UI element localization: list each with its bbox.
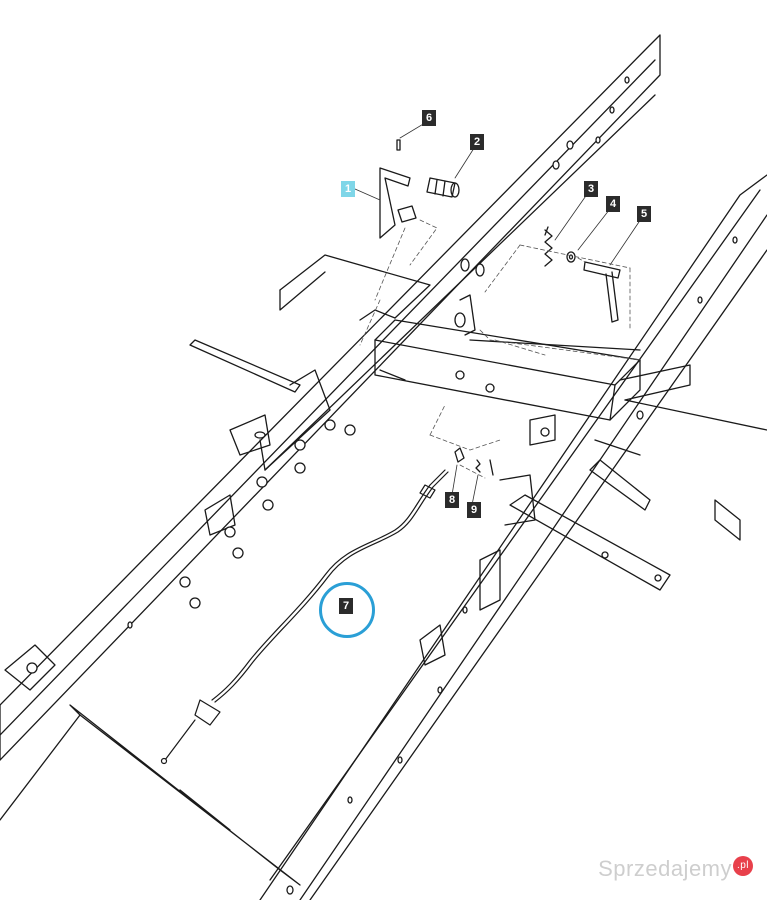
left-brackets — [4, 254, 431, 691]
part-8-bushing — [454, 447, 465, 463]
part-2-roller — [426, 177, 460, 198]
assembly-leader-lines — [359, 219, 641, 479]
watermark: Sprzedajemy.pl — [598, 856, 753, 882]
left-frame-rail — [0, 34, 661, 761]
part-3-spring — [544, 226, 553, 267]
rail-holes — [26, 76, 738, 895]
callout-9: 9 — [467, 502, 481, 518]
callout-1: 1 — [341, 181, 355, 197]
watermark-badge: .pl — [733, 856, 753, 876]
part-7-cable — [160, 469, 449, 765]
callout-3: 3 — [584, 181, 598, 197]
highlight-circle — [319, 582, 375, 638]
callout-6: 6 — [422, 110, 436, 126]
watermark-text: Sprzedajemy — [598, 856, 732, 881]
right-brackets — [419, 294, 767, 666]
part-9-spring — [475, 459, 494, 476]
part-1-lever — [379, 167, 417, 239]
part-6-pin — [396, 139, 401, 151]
front-bottom-plate — [0, 704, 301, 886]
right-frame-rail — [259, 174, 767, 900]
callout-5: 5 — [637, 206, 651, 222]
callout-leaders — [354, 119, 644, 506]
part-4-washer — [566, 251, 576, 263]
part-5-pivot-pin — [583, 261, 621, 323]
callout-8: 8 — [445, 492, 459, 508]
cross-member — [374, 319, 641, 421]
callout-2: 2 — [470, 134, 484, 150]
callout-4: 4 — [606, 196, 620, 212]
